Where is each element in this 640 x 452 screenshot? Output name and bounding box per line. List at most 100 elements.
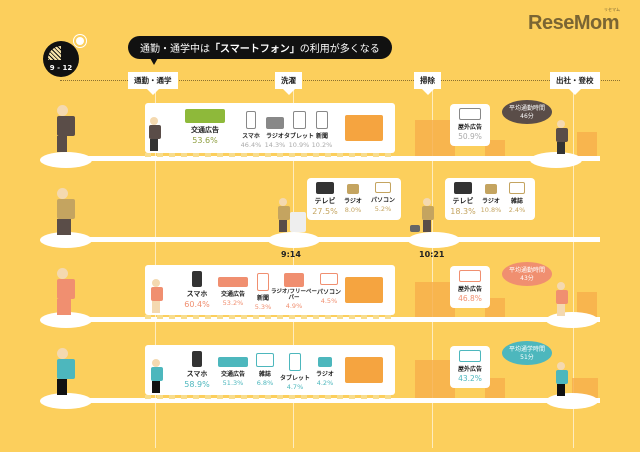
building-illustration: [415, 282, 455, 320]
cardigan: [57, 199, 75, 219]
legs: [557, 304, 565, 316]
laundry-media-card: テレビ 27.5% ラジオ 8.0% パソコン 5.2%: [307, 178, 401, 220]
person-pad: [408, 232, 460, 248]
body: [151, 287, 163, 301]
building-illustration: [485, 378, 505, 398]
housewife-figure: [57, 188, 75, 235]
person-pad: [40, 152, 92, 168]
item-name: テレビ: [314, 197, 336, 205]
item-name: 交通広告: [220, 291, 245, 298]
laundry-figure: [278, 198, 290, 232]
cleaning-time: 10:21: [419, 250, 445, 259]
billboard-icon: [459, 108, 481, 120]
magazine-icon: [256, 353, 274, 367]
outdoor-ad-card: 屋外広告 43.2%: [450, 346, 490, 388]
bubble-value: 43分: [520, 274, 534, 282]
item-pct: 4.7%: [286, 383, 304, 391]
train-stripe: [145, 315, 395, 319]
item-name: パソコン: [316, 289, 341, 296]
road-housewife: [60, 237, 600, 242]
commuter-figure: [151, 359, 163, 393]
radio-paper-icon: [284, 273, 304, 287]
head: [150, 117, 158, 125]
legs: [557, 142, 565, 154]
item-name: タブレット: [279, 375, 310, 382]
suit: [57, 116, 75, 136]
head: [57, 105, 68, 116]
bubble-title: 平均通勤時間: [508, 267, 545, 274]
head: [57, 268, 68, 279]
item-name: タブレット: [283, 133, 314, 140]
item-pct: 5.2%: [374, 205, 392, 213]
item-pct: 50.9%: [458, 132, 482, 141]
train-scene-illustration: [345, 115, 383, 141]
trousers: [57, 379, 67, 395]
item-name: パソコン: [370, 197, 395, 204]
cleaning-figure: [422, 198, 434, 232]
building-illustration: [577, 292, 597, 318]
item-name: ラジオ: [482, 198, 500, 205]
headline-suffix: の利用が多くなる: [299, 44, 380, 55]
outdoor-ad-card: 屋外広告 50.9%: [450, 104, 490, 146]
laptop-icon: [375, 182, 391, 193]
alarm-clock-icon: 9 - 12: [43, 41, 79, 77]
person-pad: [546, 393, 598, 409]
stage-cleaning: 掃除: [414, 72, 441, 95]
item-name: 新聞: [315, 133, 328, 140]
vacuum-icon: [410, 225, 420, 232]
item-name: 屋外広告: [457, 286, 482, 293]
arriving-office-lady: [556, 282, 568, 316]
item-pct: 51.3%: [222, 379, 244, 387]
person-pad: [530, 152, 582, 168]
avg-commute-bubble: 平均通勤時間 46分: [502, 100, 552, 124]
smartphone-icon: [192, 271, 202, 287]
tv-icon: [454, 182, 472, 194]
head: [557, 120, 565, 128]
tv-icon: [316, 182, 334, 194]
headline-prefix: 通勤・通学中は: [140, 44, 210, 55]
head: [557, 282, 565, 290]
clock-time-range: 9 - 12: [49, 64, 73, 72]
building-illustration: [485, 140, 505, 158]
item-name: スマホ: [186, 290, 208, 298]
washing-machine-icon: [290, 212, 306, 232]
item-pct: 2.4%: [508, 206, 526, 214]
office-lady-figure: [57, 268, 75, 315]
item-pct: 18.3%: [450, 207, 476, 216]
road-businessman: [60, 156, 600, 161]
sun-icon: [76, 37, 84, 45]
head: [423, 198, 431, 206]
train-stripe: [145, 153, 395, 157]
legs: [279, 220, 287, 232]
item-pct: 27.5%: [312, 207, 338, 216]
item-pct: 5.3%: [254, 303, 272, 311]
radio-icon: [347, 184, 359, 194]
body: [556, 370, 568, 384]
item-pct: 10.9%: [288, 141, 310, 149]
item-pct: 6.8%: [256, 379, 274, 387]
transit-ad-icon: [185, 109, 225, 123]
item-pct: 43.2%: [458, 374, 482, 383]
building-illustration: [577, 132, 597, 158]
person-pad: [546, 312, 598, 328]
body: [278, 206, 290, 220]
item-pct: 58.9%: [184, 380, 210, 389]
building-illustration: [485, 298, 505, 318]
train-car-student: スマホ 58.9% 交通広告 51.3% 雑誌 6.8% タブレット 4.7% …: [145, 345, 395, 399]
body: [422, 206, 434, 220]
laundry-time: 9:14: [281, 250, 301, 259]
item-pct: 8.0%: [344, 206, 362, 214]
head: [152, 359, 160, 367]
timeline-guide: [573, 88, 574, 448]
legs: [152, 301, 160, 313]
item-pct: 53.6%: [192, 136, 218, 145]
item-name: 新聞: [256, 295, 269, 302]
newspaper-icon: [257, 273, 269, 291]
building-illustration: [415, 120, 455, 160]
logo-subtitle: リセマム: [604, 7, 620, 12]
clock-face: [48, 46, 61, 60]
item-name: ラジオ/フリーペーパー: [271, 289, 317, 302]
item-name: 交通広告: [220, 371, 245, 378]
newspaper-icon: [316, 111, 328, 129]
cleaning-media-card: テレビ 18.3% ラジオ 10.8% 雑誌 2.4%: [445, 178, 535, 220]
